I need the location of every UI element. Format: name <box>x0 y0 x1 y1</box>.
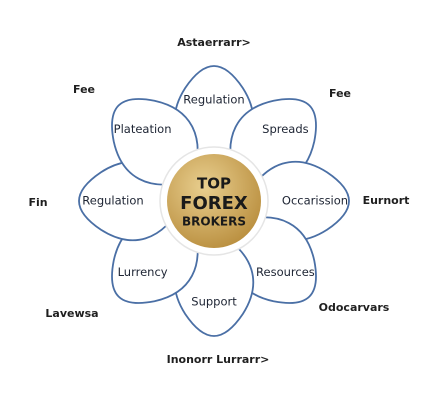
petal-label-3: Occarission <box>282 194 348 208</box>
petal-label-6: Lurrency <box>118 265 168 279</box>
center-badge <box>167 154 261 248</box>
petal-label-5: Support <box>191 295 237 309</box>
center-title-line1: TOP <box>197 175 231 193</box>
petal-label-8: Plateation <box>114 122 172 136</box>
petal-label-7: Regulation <box>82 194 143 208</box>
outer-label-right: Eurnort <box>363 194 410 207</box>
outer-label-top-left: Fee <box>73 83 95 96</box>
outer-label-bottom-left: Lavewsa <box>45 307 98 320</box>
outer-label-top: Astaerrarr> <box>177 36 251 49</box>
petal-label-2: Spreads <box>262 122 309 136</box>
outer-label-bottom: Inonorr Lurrarr> <box>167 353 270 366</box>
outer-label-bottom-right: Odocarvars <box>319 301 390 314</box>
center-title-line2: FOREX <box>180 193 248 214</box>
petal-label-4: Resources <box>256 265 315 279</box>
petal-label-1: Regulation <box>183 93 244 107</box>
outer-label-top-right: Fee <box>329 87 351 100</box>
center-title-line3: BROKERS <box>182 215 246 229</box>
outer-label-left: Fin <box>28 196 47 209</box>
